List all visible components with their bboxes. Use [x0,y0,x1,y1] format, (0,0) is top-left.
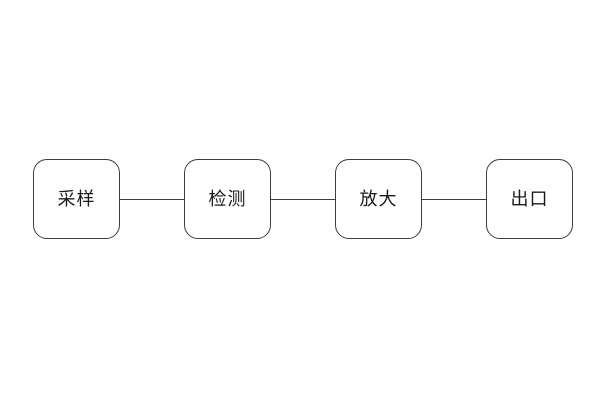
node-sampling: 采样 [33,159,120,239]
flow-diagram: 采样 检测 放大 出口 [33,159,573,239]
node-detection-label: 检测 [208,189,247,209]
connector-detection-amplification [271,198,335,200]
node-output: 出口 [486,159,573,239]
node-amplification: 放大 [335,159,422,239]
node-detection: 检测 [184,159,271,239]
node-amplification-label: 放大 [359,189,398,209]
connector-sampling-detection [120,198,184,200]
node-output-label: 出口 [510,189,549,209]
connector-amplification-output [422,198,486,200]
node-sampling-label: 采样 [57,189,96,209]
